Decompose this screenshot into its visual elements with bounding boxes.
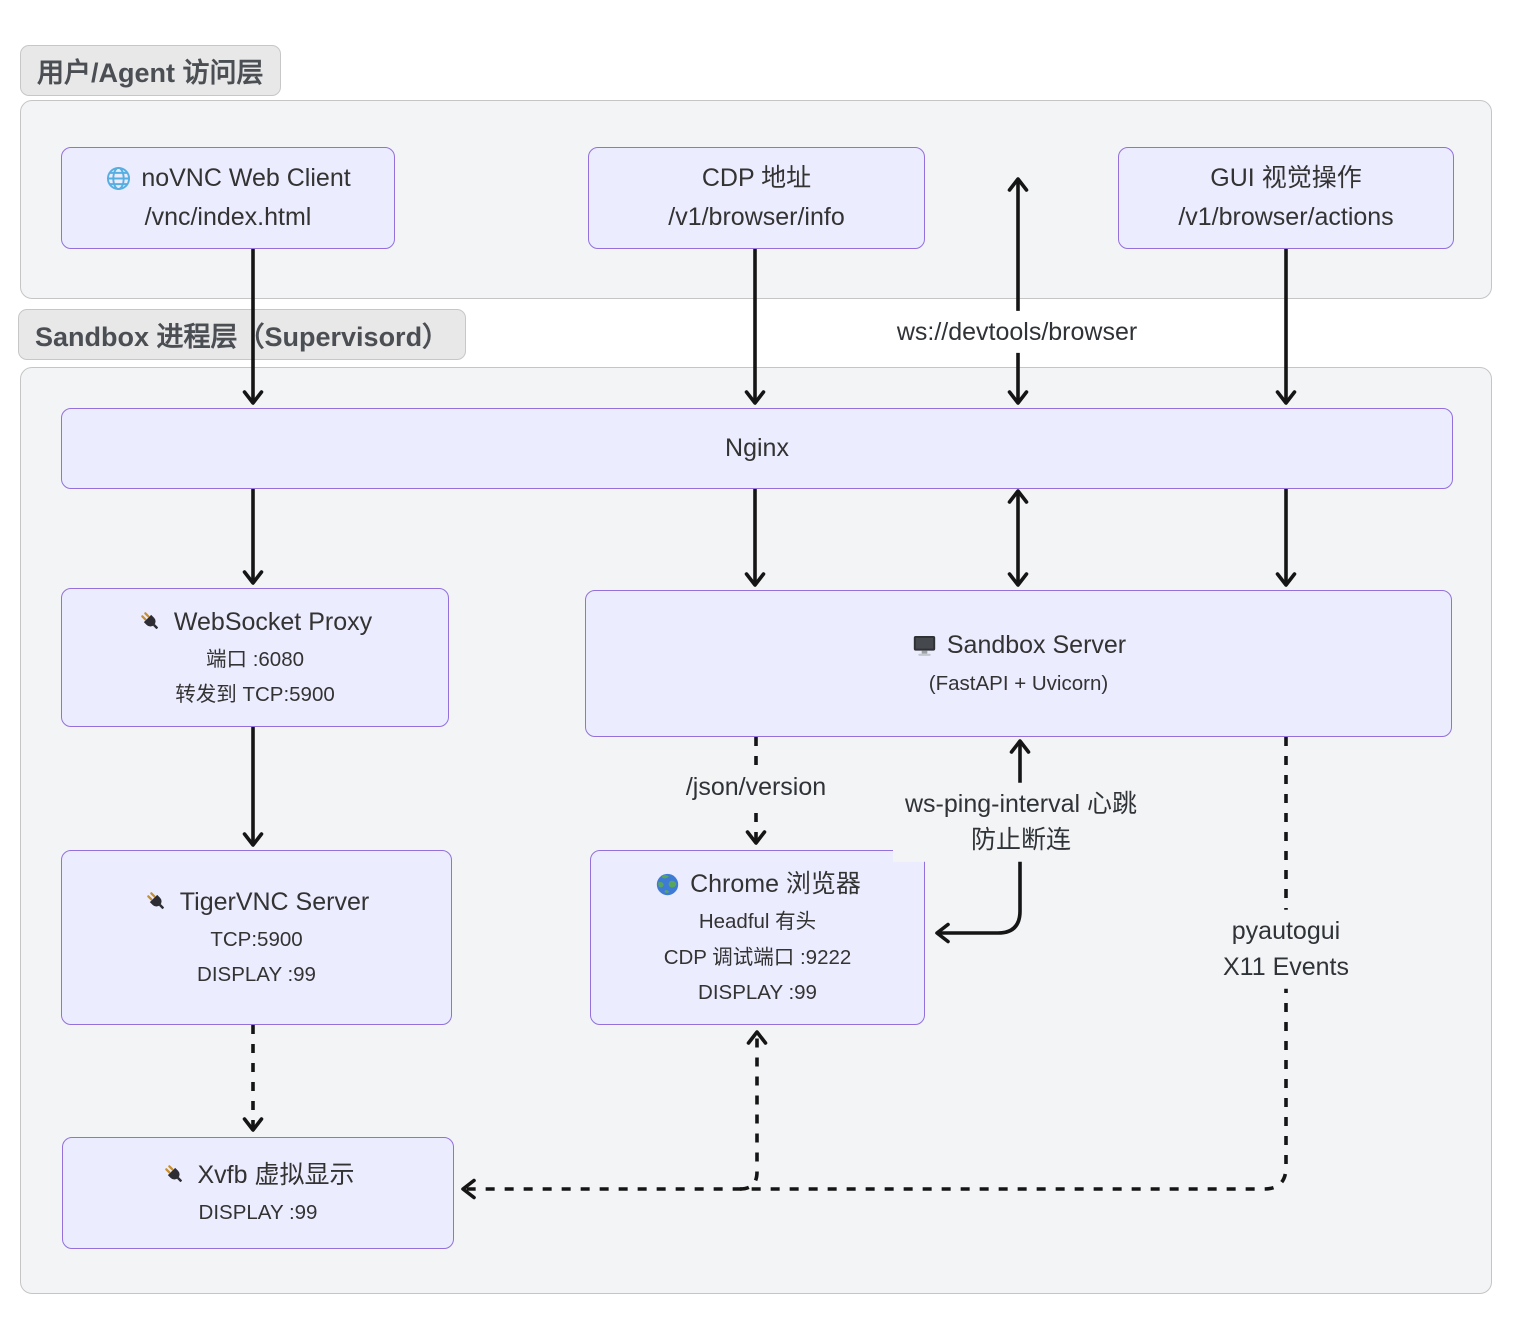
node-wsproxy-title: WebSocket Proxy [173, 607, 373, 636]
earth-icon [656, 873, 679, 896]
node-wsproxy-forward: 转发到 TCP:5900 [175, 683, 335, 707]
plug-icon [141, 611, 158, 629]
node-tigervnc: TigerVNC Server TCP:5900 DISPLAY :99 [61, 850, 452, 1025]
edge-label-pyautogui-line2: X11 Events [1222, 953, 1350, 981]
node-cdp-title: CDP 地址 [701, 163, 812, 192]
edge-label-pyautogui-line1: pyautogui [1231, 916, 1341, 945]
node-tigervnc-tcp: TCP:5900 [210, 928, 303, 951]
globe-icon [107, 166, 131, 190]
edge-label-wsping-line1: ws-ping-interval 心跳 [904, 789, 1138, 818]
node-wsproxy-port: 端口 :6080 [206, 648, 304, 671]
node-cdp-path: /v1/browser/info [668, 203, 845, 231]
edge-label-pyautogui: pyautogui X11 Events [1210, 909, 1362, 989]
node-nginx: Nginx [61, 408, 1453, 489]
edge-label-jsonversion: /json/version [673, 765, 839, 809]
node-cdp: CDP 地址 /v1/browser/info [588, 147, 925, 249]
node-wsproxy: WebSocket Proxy 端口 :6080 转发到 TCP:5900 [61, 588, 449, 727]
layer-label-sandbox: Sandbox 进程层（Supervisord） [18, 309, 467, 360]
node-chrome: Chrome 浏览器 Headful 有头 CDP 调试端口 :9222 DIS… [590, 850, 925, 1025]
node-gui: GUI 视觉操作 /v1/browser/actions [1118, 147, 1454, 249]
plug-icon [164, 1165, 182, 1182]
edge-label-wsping-line2: 防止断连 [970, 826, 1072, 854]
node-chrome-headful: Headful 有头 [698, 910, 817, 934]
node-gui-title: GUI 视觉操作 [1210, 163, 1362, 192]
node-sandbox-server-title: Sandbox Server [946, 631, 1127, 660]
node-chrome-display: DISPLAY :99 [698, 980, 817, 1004]
node-sandbox-server: Sandbox Server (FastAPI + Uvicorn) [585, 590, 1452, 737]
node-novnc: noVNC Web Client /vnc/index.html [61, 147, 395, 249]
node-sandbox-server-stack: (FastAPI + Uvicorn) [928, 671, 1109, 695]
edge-label-wsping: ws-ping-interval 心跳 防止断连 [892, 782, 1150, 862]
node-novnc-title: noVNC Web Client [141, 163, 351, 192]
node-chrome-cdp-port: CDP 调试端口 :9222 [663, 945, 852, 969]
layer-label-access: 用户/Agent 访问层 [20, 45, 281, 96]
plug-icon [146, 891, 164, 909]
monitor-icon [913, 636, 936, 657]
node-novnc-path: /vnc/index.html [144, 203, 312, 231]
node-tigervnc-title: TigerVNC Server [179, 887, 370, 916]
node-gui-path: /v1/browser/actions [1178, 203, 1394, 231]
node-tigervnc-display: DISPLAY :99 [197, 963, 316, 987]
node-chrome-title: Chrome 浏览器 [690, 869, 861, 898]
node-nginx-title: Nginx [725, 433, 789, 462]
node-xvfb: Xvfb 虚拟显示 DISPLAY :99 [62, 1137, 454, 1249]
node-xvfb-title: Xvfb 虚拟显示 [197, 1160, 355, 1189]
edge-label-devtools: ws://devtools/browser [884, 310, 1150, 354]
node-xvfb-display: DISPLAY :99 [198, 1201, 318, 1225]
